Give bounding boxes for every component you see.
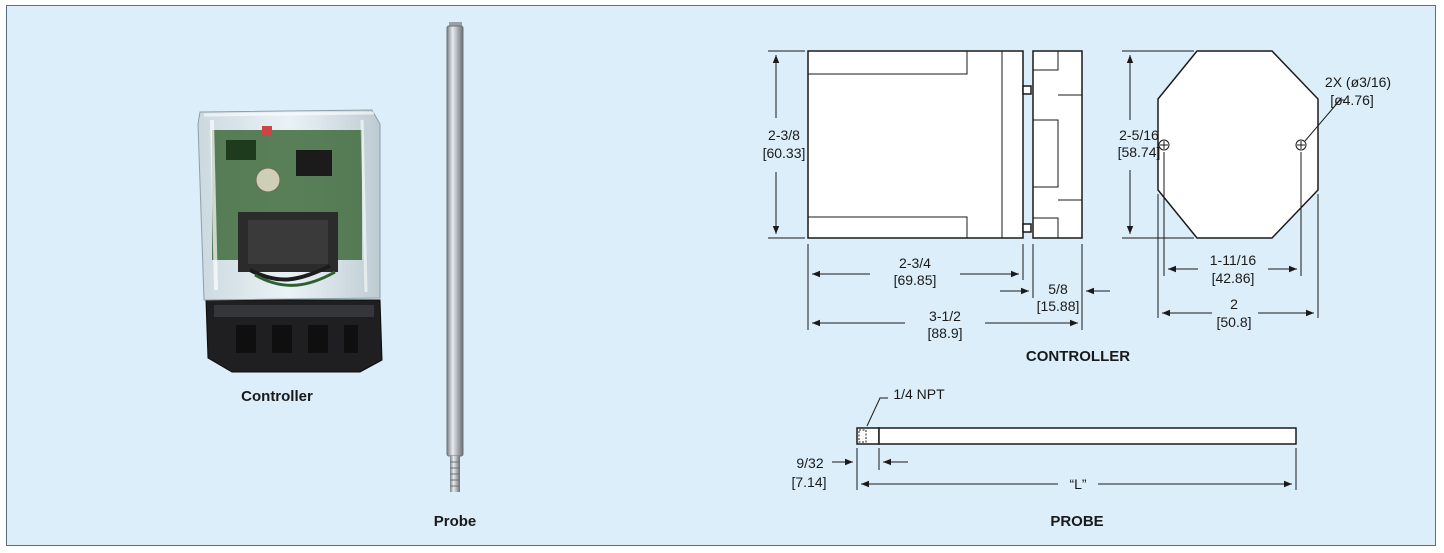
probe-photo — [446, 22, 464, 492]
mounting-hole-left — [1158, 139, 1170, 151]
thread-length-dim-mm: [7.14] — [791, 474, 826, 490]
body-width-dim-in: 2-3/4 — [899, 255, 931, 271]
socket-width-dim-in: 5/8 — [1048, 281, 1068, 297]
probe-side-view — [856, 427, 1297, 445]
probe-drawing-title: PROBE — [1050, 513, 1103, 530]
controller-photo — [197, 109, 383, 373]
height-dim-in: 2-3/8 — [768, 127, 800, 143]
mounting-hole-right — [1295, 139, 1307, 151]
holes-note-mm: [ø4.76] — [1330, 92, 1374, 108]
octagon-height-dim-mm: [58.74] — [1118, 144, 1161, 160]
overall-width-dim-mm: [88.9] — [927, 325, 962, 341]
hole-spacing-dim-in: 1-11/16 — [1210, 252, 1257, 268]
controller-photo-caption: Controller — [241, 388, 313, 405]
thread-length-dim-in: 9/32 — [796, 455, 823, 471]
probe-photo-caption: Probe — [434, 513, 477, 530]
socket-width-dim-mm: [15.88] — [1037, 298, 1080, 314]
octagon-width-dim-in: 2 — [1230, 296, 1238, 312]
height-dim-mm: [60.33] — [763, 145, 806, 161]
probe-length-label: “L” — [1069, 476, 1086, 492]
controller-drawing-title: CONTROLLER — [1026, 348, 1130, 365]
controller-octagon-view — [1157, 50, 1319, 239]
thread-note: 1/4 NPT — [893, 386, 945, 402]
octagon-height-dim-in: 2-5/16 — [1119, 127, 1159, 143]
body-width-dim-mm: [69.85] — [894, 272, 937, 288]
controller-side-view — [807, 50, 1083, 239]
octagon-width-dim-mm: [50.8] — [1216, 314, 1251, 330]
hole-spacing-dim-mm: [42.86] — [1212, 270, 1255, 286]
overall-width-dim-in: 3-1/2 — [929, 308, 961, 324]
holes-note-in: 2X (ø3/16) — [1325, 74, 1391, 90]
